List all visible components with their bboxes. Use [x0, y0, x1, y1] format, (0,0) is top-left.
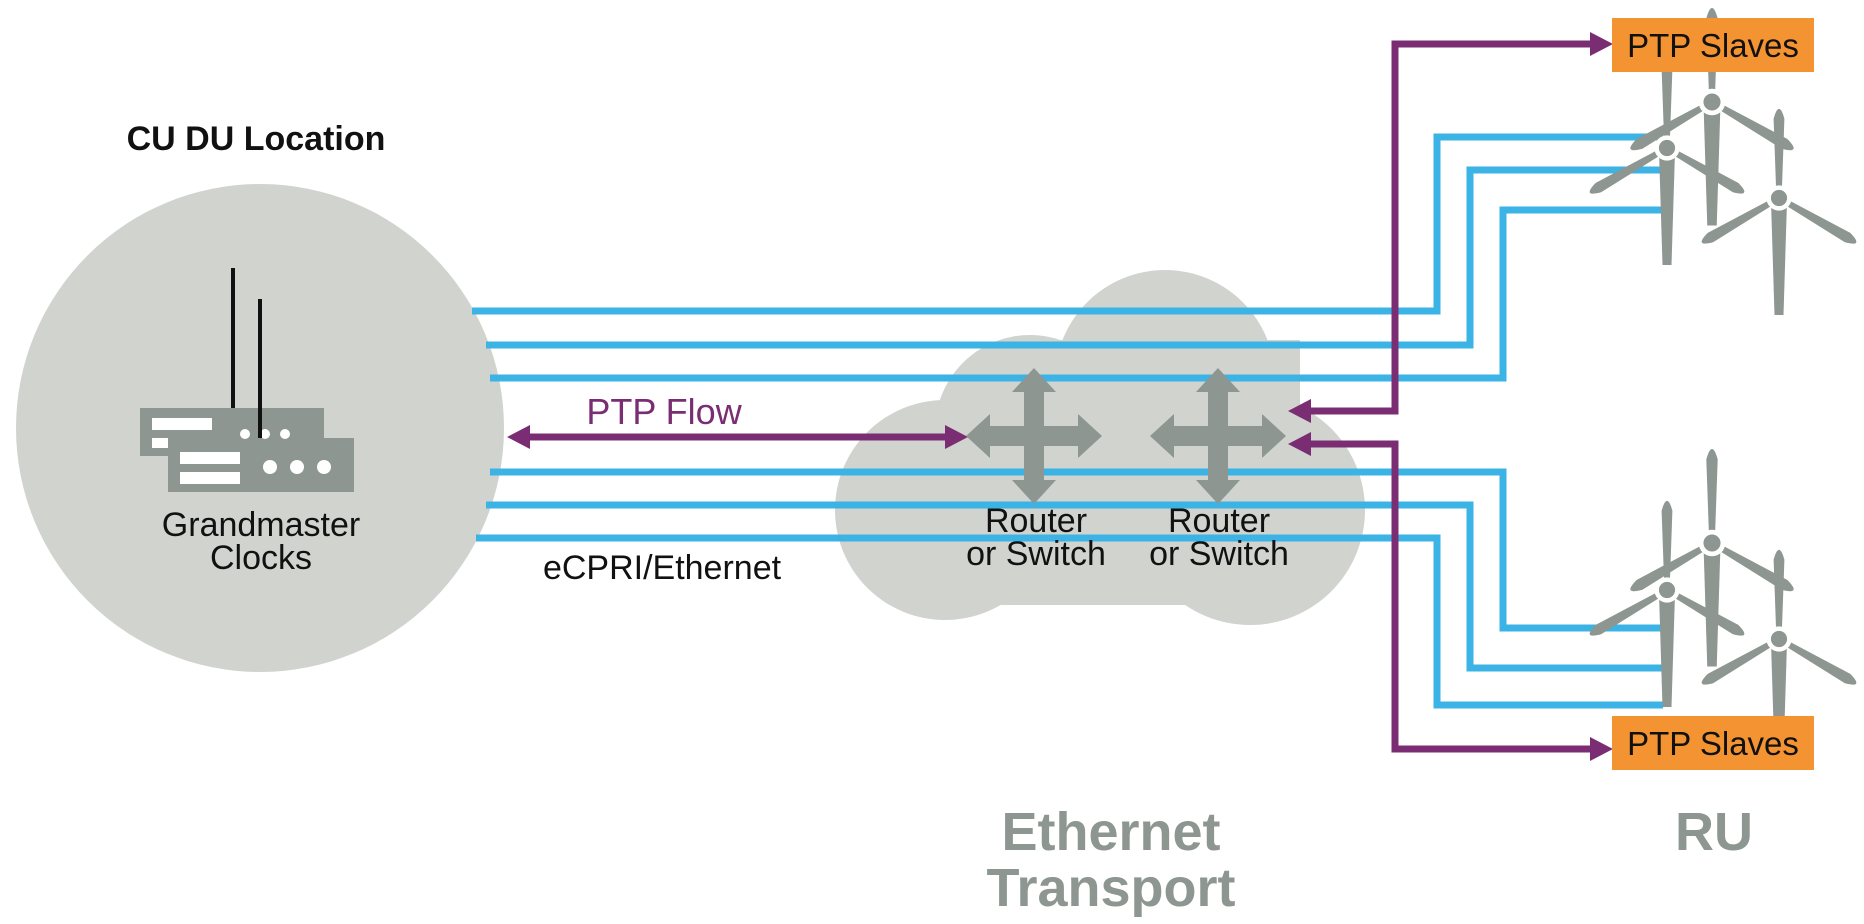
ecpri-ethernet-label: eCPRI/Ethernet	[543, 549, 782, 587]
data-link-bottom-2	[486, 501, 1663, 672]
router-2-label-line1: Router	[1168, 502, 1270, 540]
router-1-label-line2: or Switch	[966, 535, 1106, 573]
ecpri-links	[472, 133, 1663, 709]
ptp-slaves-label-bottom: PTP Slaves	[1627, 725, 1799, 762]
ptp-flow-arrowheads	[507, 32, 1613, 761]
data-link-top-1	[472, 133, 1663, 315]
ptp-flow-lines	[525, 40, 1595, 753]
grandmaster-clocks-label-line1: Grandmaster	[162, 506, 360, 544]
ptp-slaves-box-bottom	[1612, 716, 1814, 770]
data-link-top-2	[486, 166, 1663, 349]
router-2-label-line2: or Switch	[1149, 535, 1289, 573]
grandmaster-clocks-label-line2: Clocks	[210, 539, 312, 577]
grandmaster-clock-icon	[140, 268, 354, 492]
ptp-flow-to-bottom-slaves	[1310, 440, 1595, 753]
wind-turbine-icon-top-3	[1699, 108, 1859, 315]
ptp-slaves-box-top	[1612, 18, 1814, 72]
ethernet-transport-label-line2: Transport	[986, 858, 1235, 918]
ptp-slaves-label-top: PTP Slaves	[1627, 27, 1799, 64]
data-link-bottom-1	[490, 468, 1663, 632]
ptp-flow-to-top-slaves	[1310, 40, 1595, 415]
data-link-top-3	[490, 206, 1663, 382]
data-link-bottom-3	[476, 534, 1663, 709]
cu-du-location-label: CU DU Location	[127, 120, 386, 158]
ptp-flow-label: PTP Flow	[586, 391, 742, 432]
ethernet-transport-label-line1: Ethernet	[1001, 802, 1220, 862]
router-1-label-line1: Router	[985, 502, 1087, 540]
ru-label: RU	[1675, 802, 1753, 862]
